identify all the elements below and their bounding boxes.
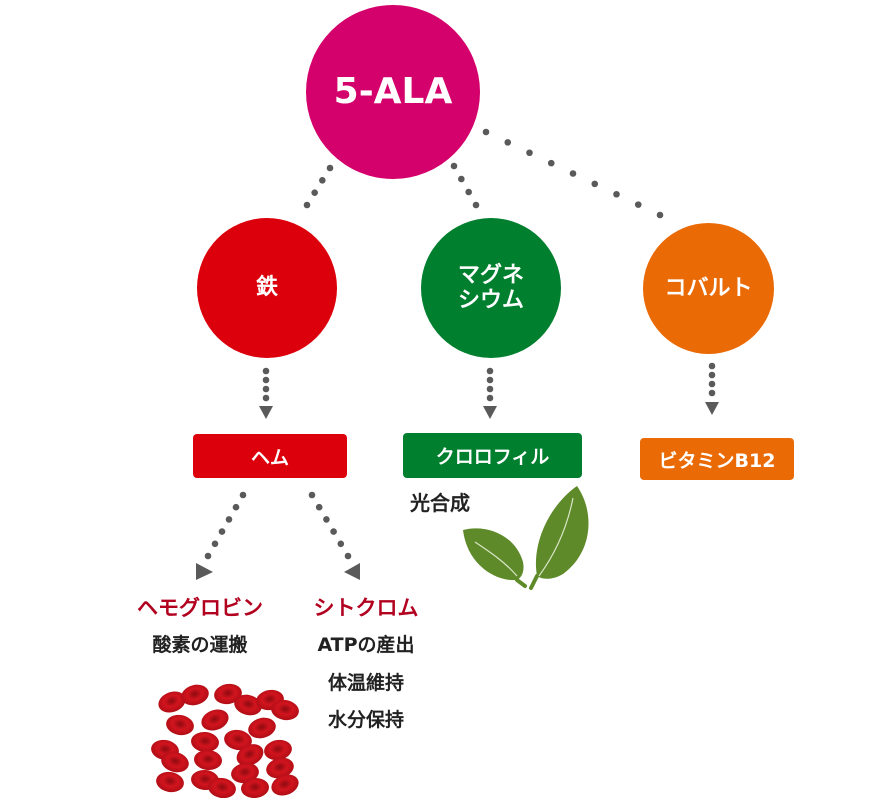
root-to-cobalt-dot	[504, 139, 512, 146]
cobalt-to-vitamin-dot	[708, 380, 716, 388]
photosynthesis-caption: 光合成	[410, 491, 470, 515]
product-box-chlorophyll: クロロフィル	[403, 433, 582, 478]
cytochrome-desc-2: 体温維持	[327, 672, 404, 694]
blood-cell	[266, 757, 294, 779]
blood-cell	[264, 739, 292, 761]
iron-to-heme-dot	[262, 394, 270, 402]
cytochrome-desc-1: ATPの産出	[317, 634, 415, 656]
root-to-cobalt-dot	[591, 180, 599, 188]
iron-to-heme-dot	[262, 385, 270, 393]
root-to-iron-dot	[319, 177, 326, 184]
hemoglobin-title: ヘモグロビン	[137, 596, 263, 620]
blood-cell	[231, 762, 259, 784]
leaves-icon	[463, 486, 589, 590]
heme-to-hemoglobin-dot	[239, 491, 247, 499]
root-to-cobalt-dot	[482, 128, 490, 136]
hemoglobin-desc: 酸素の運搬	[152, 634, 248, 656]
blood-cell	[156, 771, 184, 793]
root-to-cobalt-dot	[656, 211, 664, 219]
blood-cell	[158, 691, 186, 713]
heme-to-hemoglobin-dot	[218, 528, 226, 535]
magnesium-to-chlorophyll-dot	[486, 394, 494, 402]
root-to-iron-dot	[303, 201, 311, 209]
red-blood-cells-icon	[151, 683, 299, 798]
root-label: 5-ALA	[333, 71, 453, 113]
heme-to-hemoglobin-dot	[232, 503, 240, 511]
product-label: ヘム	[250, 446, 289, 469]
blood-cell	[208, 777, 236, 798]
root-to-cobalt-dot	[634, 201, 642, 208]
cobalt-to-vitamin-dot	[708, 371, 716, 379]
heme-to-cytochrome-dot	[315, 503, 323, 511]
product-box-heme: ヘム	[193, 434, 347, 478]
cytochrome-title: シトクロム	[313, 596, 419, 620]
root-to-magnesium-dot	[465, 188, 472, 196]
heme-to-cytochrome-dot	[330, 528, 337, 535]
blood-cell	[166, 714, 194, 736]
product-label: クロロフィル	[435, 446, 550, 468]
element-label: コバルト	[664, 275, 753, 301]
cobalt-to-vitamin-dot	[708, 389, 716, 397]
cytochrome-desc-3: 水分保持	[327, 709, 404, 731]
blood-cell	[191, 731, 219, 753]
heme-to-cytochrome-dot	[344, 552, 352, 560]
root-to-iron-dot	[326, 164, 334, 172]
blood-cell	[181, 684, 209, 706]
cobalt-arrow	[705, 402, 719, 415]
element-node-cobalt: コバルト	[643, 223, 774, 354]
element-node-magnesium: マグネ シウム	[421, 218, 561, 358]
root-to-cobalt-dot	[569, 170, 577, 177]
heme-to-hemoglobin-dot	[204, 552, 212, 560]
blood-cell	[214, 683, 242, 705]
blood-cell	[241, 777, 269, 798]
blood-cell	[224, 729, 252, 751]
magnesium-to-chlorophyll-dot	[486, 385, 494, 393]
product-box-vitamin-b12: ビタミンB12	[640, 438, 794, 480]
element-node-iron: 鉄	[197, 218, 337, 358]
blood-cell	[248, 717, 276, 739]
iron-arrow	[259, 406, 273, 419]
blood-cell	[236, 744, 264, 766]
blood-cell	[234, 694, 262, 716]
iron-to-heme-dot	[262, 376, 270, 384]
magnesium-arrow	[483, 406, 497, 419]
blood-cell	[201, 709, 229, 731]
blood-cell	[161, 751, 189, 773]
heme-to-cytochrome-dot	[337, 540, 345, 548]
heme-left-arrow	[196, 563, 213, 580]
element-label-line2: シウム	[457, 288, 524, 313]
blood-cell	[271, 699, 299, 721]
root-to-cobalt-dot	[613, 190, 620, 198]
root-to-magnesium-dot	[450, 162, 458, 170]
root-to-cobalt-dot	[526, 149, 533, 157]
heme-to-cytochrome-dot	[323, 516, 330, 523]
root-to-cobalt-dot	[547, 159, 555, 167]
blood-cell	[194, 749, 222, 771]
heme-right-arrow	[344, 563, 360, 580]
heme-to-hemoglobin-dot	[211, 540, 219, 548]
root-node-5ala: 5-ALA	[306, 5, 480, 179]
root-to-iron-dot	[311, 189, 318, 196]
heme-to-hemoglobin-dot	[225, 516, 233, 523]
blood-cell	[271, 774, 299, 796]
root-to-magnesium-dot	[472, 201, 480, 209]
magnesium-to-chlorophyll-dot	[486, 367, 494, 375]
cobalt-to-vitamin-dot	[708, 362, 716, 370]
magnesium-to-chlorophyll-dot	[486, 376, 494, 384]
heme-to-cytochrome-dot	[308, 491, 316, 499]
element-label: 鉄	[255, 275, 278, 301]
iron-to-heme-dot	[262, 367, 270, 375]
root-to-magnesium-dot	[458, 175, 465, 183]
element-label-line1: マグネ	[457, 262, 524, 288]
product-label: ビタミンB12	[658, 449, 776, 472]
